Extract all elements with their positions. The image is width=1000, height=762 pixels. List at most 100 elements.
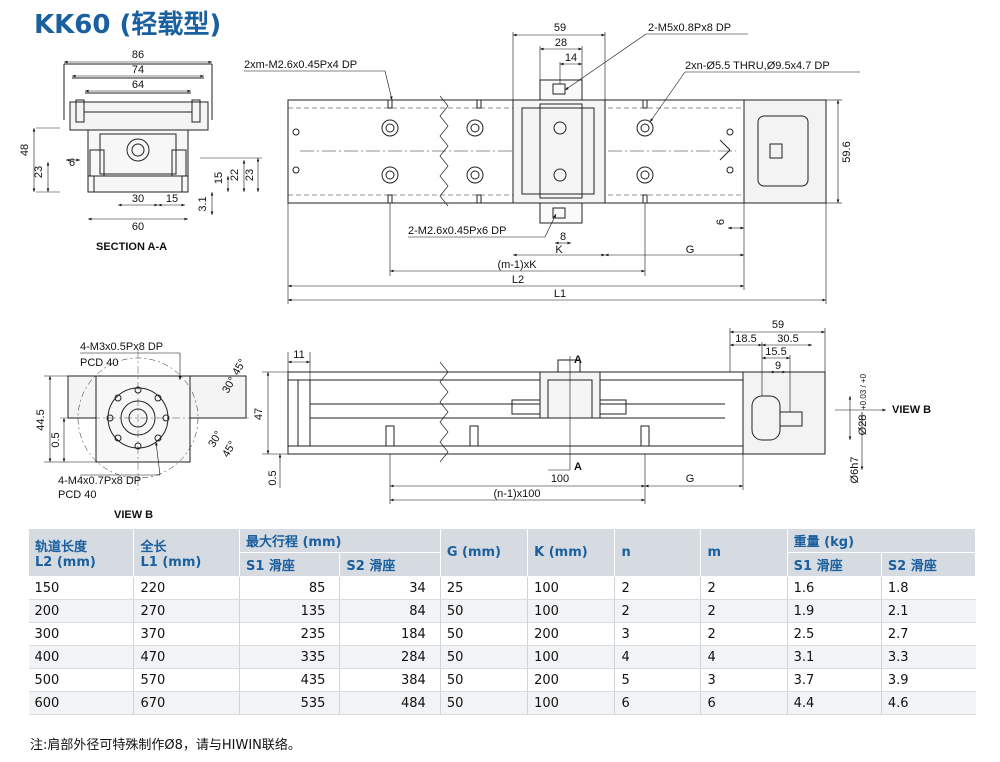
table-cell: 235 (238, 622, 340, 646)
table-cell: 200 (527, 622, 615, 646)
table-cell: 4.6 (880, 691, 976, 715)
table-cell: 400 (28, 645, 134, 669)
header-total-length-unit: L1 (mm) (140, 554, 202, 570)
technical-drawings: 86 74 64 48 23 6 15 22 23 30 15 60 3.1 S… (19, 22, 931, 521)
table-cell: 2.1 (880, 599, 976, 623)
table-cell: 50 (439, 668, 528, 692)
note-m3: 4-M3x0.5Px8 DP (80, 341, 163, 353)
note-m5: 2-M5x0.8Px8 DP (648, 22, 731, 34)
table-cell: 100 (527, 599, 615, 623)
table-cell: 3 (614, 622, 701, 646)
dim-59b: 59 (772, 319, 784, 331)
footnote: 注:肩部外径可特殊制作Ø8，请与HIWIN联络。 (30, 738, 301, 753)
table-cell: 2 (700, 599, 788, 623)
dim-l1: L1 (554, 288, 566, 300)
dim-l2: L2 (512, 274, 524, 286)
table-cell: 2 (700, 576, 788, 600)
dim-0-5: 0.5 (50, 432, 62, 447)
table-cell: 3 (700, 668, 788, 692)
table-cell: 300 (28, 622, 134, 646)
table-cell: 200 (28, 599, 134, 623)
table-cell: 220 (133, 576, 240, 600)
table-cell: 85 (238, 576, 340, 600)
section-aa-view (36, 63, 262, 193)
dim-9: 9 (775, 360, 781, 372)
dim-86: 86 (132, 49, 144, 61)
section-aa-dims (32, 60, 260, 221)
side-view-text: 11 47 0.5 A A 100 G (n-1)x100 59 18.5 30… (253, 319, 931, 500)
table-cell: 6 (614, 691, 701, 715)
dim-30: 30 (132, 193, 144, 205)
header-max-stroke: 最大行程 (mm) (238, 528, 441, 553)
table-cell: 270 (133, 599, 240, 623)
side-view (287, 359, 826, 463)
header-g: G (mm) (439, 528, 529, 577)
table-cell: 3.9 (880, 668, 976, 692)
dim-59: 59 (554, 22, 566, 34)
header-k: K (mm) (527, 528, 616, 577)
table-cell: 100 (527, 576, 615, 600)
view-b-dims (44, 352, 182, 476)
note-m2-6-6dp: 2-M2.6x0.45Px6 DP (408, 225, 506, 237)
view-b-arrow-label: VIEW B (892, 404, 931, 416)
header-weight: 重量 (kg) (786, 528, 977, 553)
table-cell: 25 (439, 576, 528, 600)
table-cell: 1.8 (880, 576, 976, 600)
view-b-drawing (60, 350, 250, 490)
table-cell: 50 (439, 599, 528, 623)
table-cell: 500 (28, 668, 134, 692)
dim-60: 60 (132, 221, 144, 233)
spec-table: 轨道长度 L2 (mm) 全长 L1 (mm) 最大行程 (mm) G (mm)… (27, 528, 977, 715)
table-cell: 4 (614, 645, 701, 669)
view-b-label: VIEW B (114, 509, 153, 521)
table-cell: 3.1 (786, 645, 882, 669)
section-aa-text: 86 74 64 48 23 6 15 22 23 30 15 60 3.1 S… (19, 49, 256, 253)
table-cell: 370 (133, 622, 240, 646)
header-n: n (614, 528, 702, 577)
table-cell: 484 (339, 691, 441, 715)
table-cell: 2 (614, 576, 701, 600)
view-b-text: 44.5 0.5 45° 30° 30° 45° 4-M3x0.5Px8 DP … (35, 341, 249, 521)
dim-30-5: 30.5 (777, 333, 798, 345)
dim-59-6: 59.6 (841, 141, 853, 162)
table-cell: 470 (133, 645, 240, 669)
table-cell: 4 (700, 645, 788, 669)
table-cell: 4.4 (786, 691, 882, 715)
dim-0-5b: 0.5 (267, 470, 279, 485)
header-rail-length: 轨道长度 L2 (mm) (27, 528, 135, 577)
table-cell: 5 (614, 668, 701, 692)
dim-3-1: 3.1 (197, 196, 209, 211)
dim-6h7: Ø6h7 (849, 457, 861, 484)
dim-74: 74 (132, 64, 144, 76)
table-cell: 600 (28, 691, 134, 715)
table-cell: 435 (238, 668, 340, 692)
note-m4: 4-M4x0.7Px8 DP (58, 475, 141, 487)
table-cell: 1.6 (786, 576, 882, 600)
note-thru: 2xn-Ø5.5 THRU,Ø9.5x4.7 DP (685, 60, 830, 72)
table-cell: 535 (238, 691, 340, 715)
table-cell: 570 (133, 668, 240, 692)
table-cell: 670 (133, 691, 240, 715)
dim-28h: Ø28 (857, 415, 869, 436)
table-cell: 100 (527, 691, 615, 715)
dim-22: 22 (229, 169, 241, 181)
section-a-top: A (574, 354, 582, 366)
dim-15: 15 (213, 172, 225, 184)
header-stroke-s1: S1 滑座 (238, 552, 341, 577)
dim-14: 14 (565, 52, 577, 64)
table-cell: 150 (28, 576, 134, 600)
top-view-dims (244, 32, 860, 304)
table-cell: 2.7 (880, 622, 976, 646)
table-cell: 50 (439, 691, 528, 715)
table-cell: 34 (339, 576, 441, 600)
page-title: KK60 (轻载型) (34, 10, 222, 40)
table-cell: 1.9 (786, 599, 882, 623)
dim-64: 64 (132, 79, 144, 91)
dim-15-5: 15.5 (765, 346, 786, 358)
